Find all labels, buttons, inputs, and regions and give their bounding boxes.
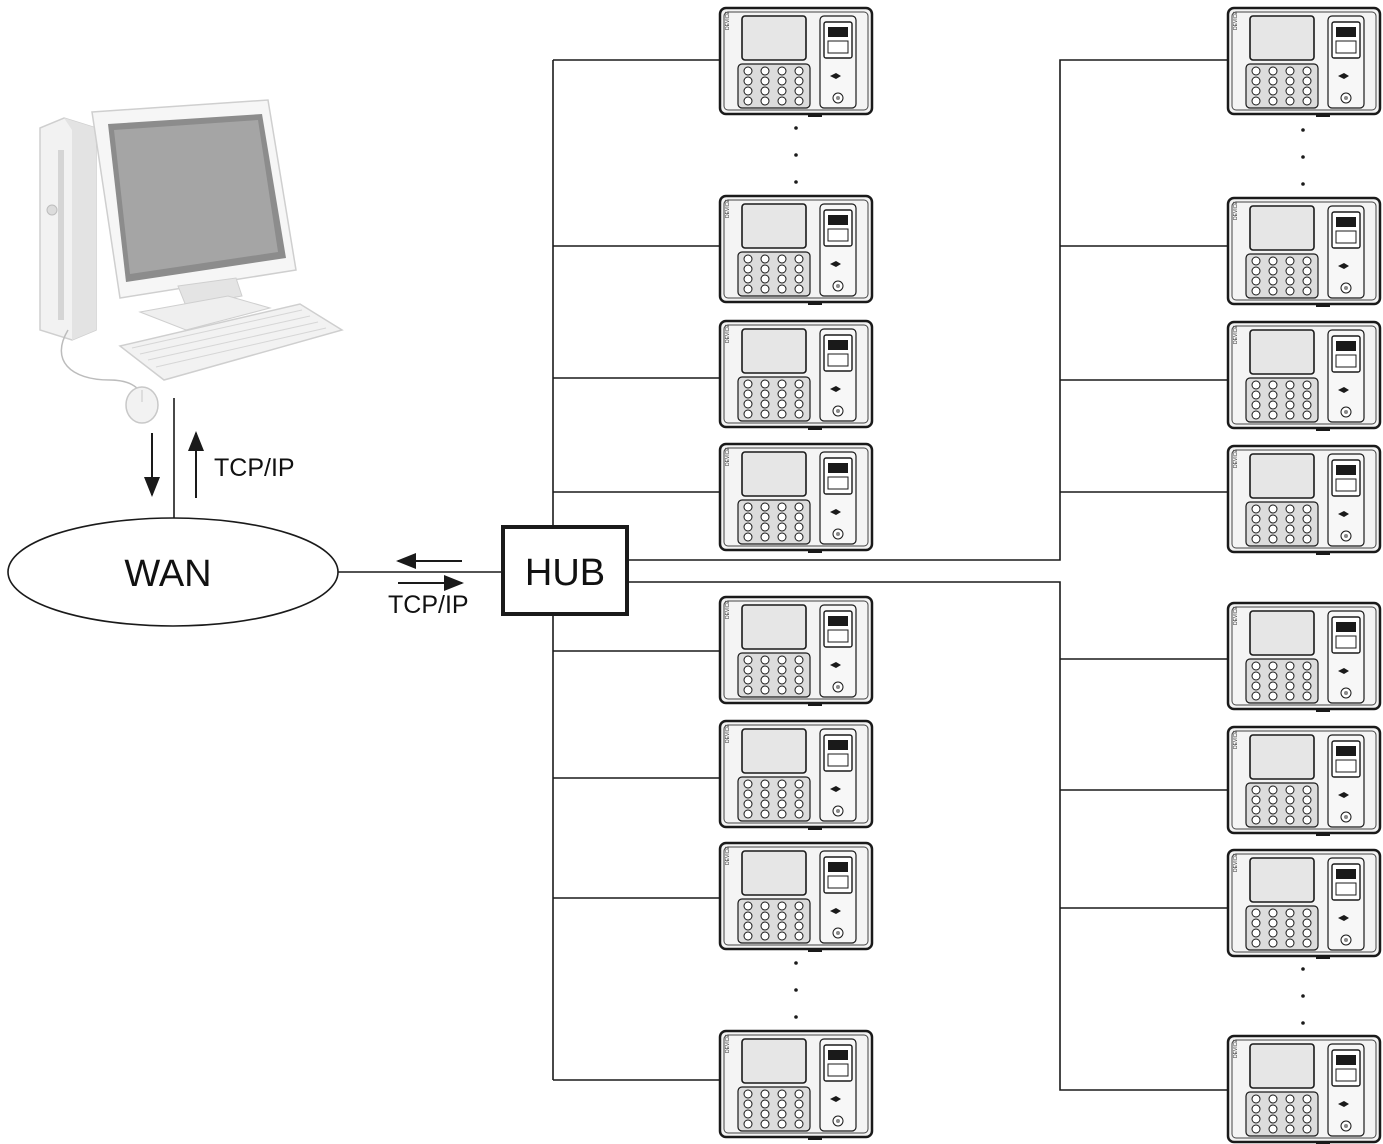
ellipsis-lower-left: [794, 961, 798, 1019]
hub-box: [501, 525, 629, 616]
fingerprint-terminal-icon: [1226, 848, 1382, 961]
fingerprint-terminal-icon: [718, 595, 874, 708]
fingerprint-terminal-icon: [718, 719, 874, 832]
tcp-ip-label-horizontal: TCP/IP: [388, 591, 469, 619]
fingerprint-terminal-icon: [718, 6, 874, 119]
fingerprint-terminal-icon: [1226, 601, 1382, 714]
fingerprint-terminal-icon: [718, 194, 874, 307]
fingerprint-terminal-icon: [718, 1029, 874, 1142]
fingerprint-terminal-icon: [1226, 725, 1382, 838]
fingerprint-terminal-icon: [718, 841, 874, 954]
ellipsis-upper-right: [1301, 128, 1305, 186]
wan-label: WAN: [124, 553, 211, 595]
fingerprint-terminal-icon: [718, 319, 874, 432]
fingerprint-terminal-icon: [1226, 196, 1382, 309]
left-bus: [552, 59, 720, 1081]
fingerprint-terminal-icon: [718, 442, 874, 555]
right-bus: [627, 59, 1228, 1091]
tcp-ip-label-vertical: TCP/IP: [214, 454, 295, 482]
fingerprint-terminal-icon: [1226, 6, 1382, 119]
hub-label: HUB: [525, 552, 605, 594]
fingerprint-terminal-icon: [1226, 444, 1382, 557]
fingerprint-terminal-icon: [1226, 320, 1382, 433]
desktop-computer-icon: [39, 99, 344, 424]
ellipsis-upper-left: [794, 126, 798, 184]
ellipsis-lower-right: [1301, 967, 1305, 1025]
fingerprint-terminal-icon: [1226, 1034, 1382, 1144]
